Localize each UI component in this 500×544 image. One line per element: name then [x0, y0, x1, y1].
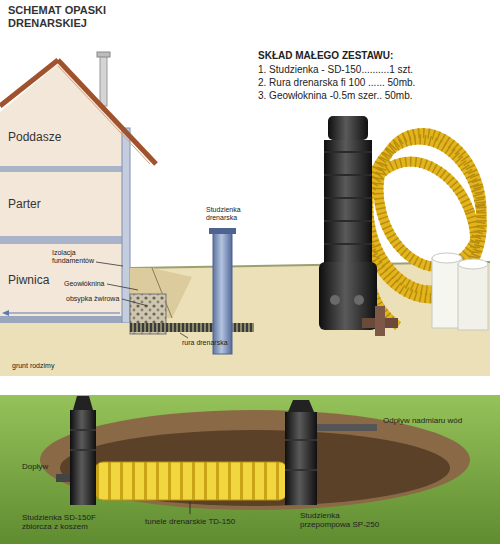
part-label: tunele drenarskie TD-150	[145, 517, 235, 526]
part-label: Izolacja fundamentów	[52, 249, 104, 265]
floor-label: Parter	[8, 197, 41, 211]
diagram-title: SCHEMAT OPASKI DRENARSKIEJ	[8, 4, 126, 29]
part-label: Odpływ nadmiaru wód	[383, 416, 462, 425]
part-label: Studzienka przepompowa SP-250	[300, 511, 392, 529]
list-item: 2. Rura drenarska fi 100 ...... 50mb.	[258, 77, 415, 89]
floor-band: Poddasze	[0, 108, 122, 166]
list-heading: SKŁAD MAŁEGO ZESTAWU:	[258, 50, 393, 62]
part-label: grunt rodzimy	[12, 362, 54, 370]
floor-band: Parter	[0, 172, 122, 236]
part-label: obsypka żwirowa	[66, 295, 119, 303]
part-label: Studzienka drenarska	[206, 206, 254, 222]
part-label: rura drenarska	[182, 339, 228, 347]
floor-band: Piwnica	[0, 244, 60, 316]
part-label: Dopływ	[22, 462, 48, 471]
list-item: 1. Studzienka - SD-150..........1 szt.	[258, 64, 413, 76]
list-item: 3. Geowłoknina -0.5m szer.. 50mb.	[258, 90, 413, 102]
floor-label: Piwnica	[8, 273, 49, 287]
part-label: Geowłóknina	[64, 280, 104, 288]
part-label: Studzienka SD-150F zbiorcza z koszem	[22, 513, 107, 531]
floor-label: Poddasze	[8, 130, 61, 144]
